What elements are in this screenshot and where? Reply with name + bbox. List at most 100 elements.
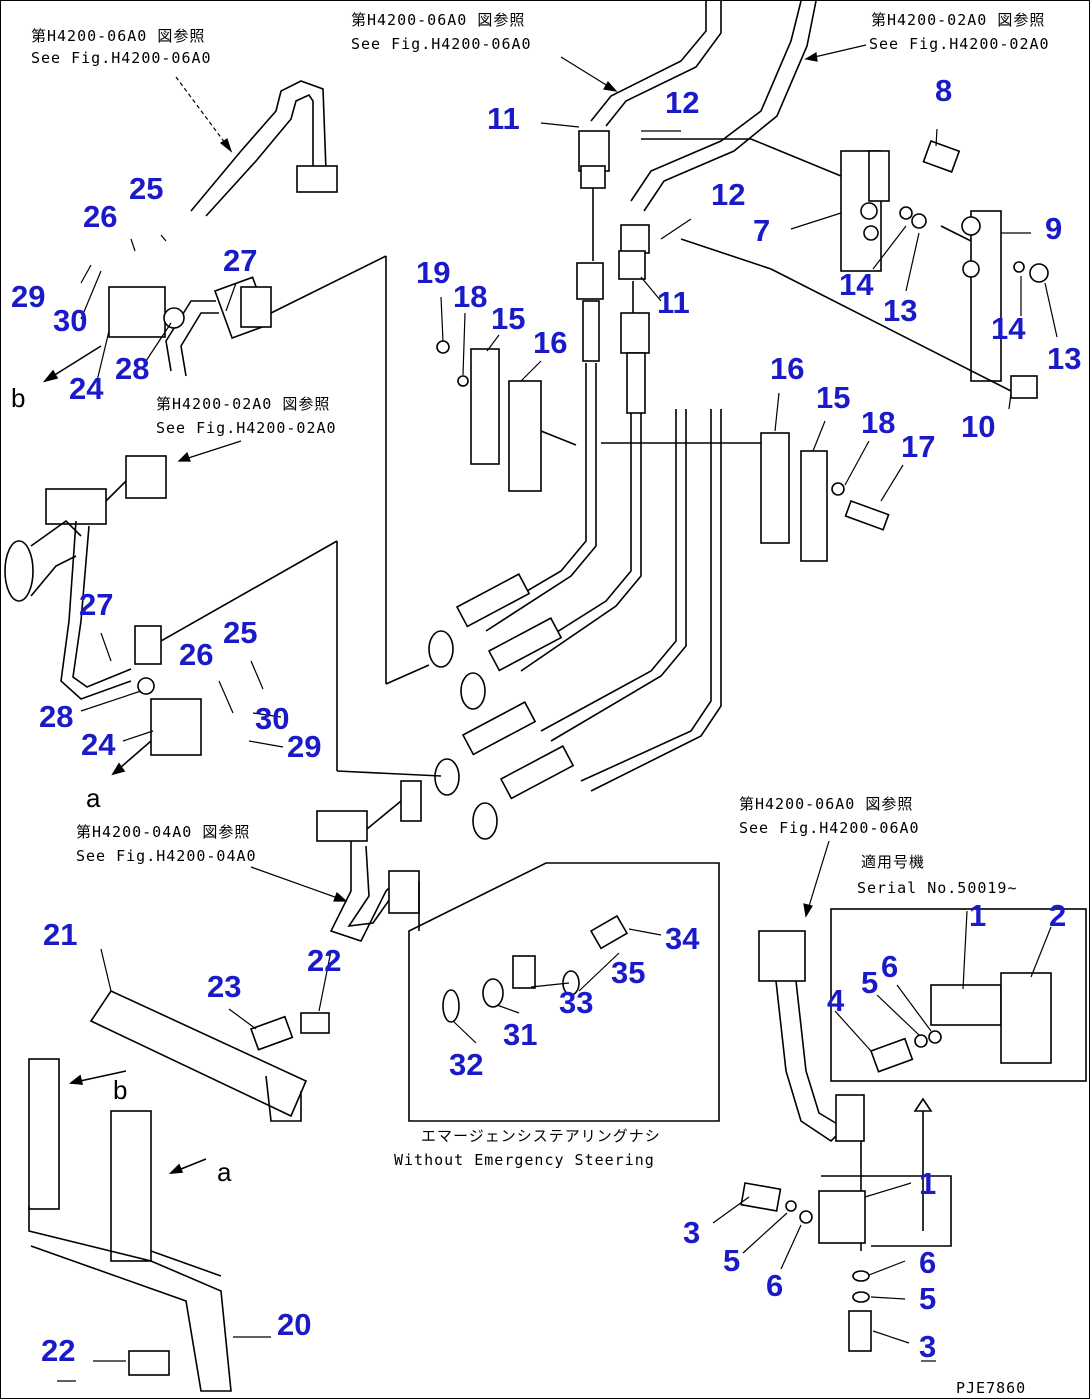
callout-11: 11 — [487, 101, 520, 136]
ref-en: See Fig.H4200-06A0 — [739, 819, 920, 837]
lower-mid-pipe — [316, 780, 422, 942]
ref-en: See Fig.H4200-02A0 — [156, 419, 337, 437]
top-left-pipe-assembly — [42, 80, 430, 685]
callout-6: 6 — [766, 1268, 783, 1303]
reference-label-top-right: 第H4200-02A0 図参照 See Fig.H4200-02A0 — [869, 11, 1050, 53]
serial-number-label: 適用号機 Serial No.50019~ — [857, 853, 1018, 897]
callout-6: 6 — [919, 1245, 936, 1280]
callout-35: 35 — [611, 955, 645, 990]
mid-left-pipe-assembly — [4, 455, 442, 777]
ref-jp: 第H4200-04A0 図参照 — [76, 823, 250, 841]
callout-26: 26 — [179, 637, 213, 672]
callout-1: 1 — [969, 898, 986, 933]
ref-en: See Fig.H4200-04A0 — [76, 847, 257, 865]
callout-14: 14 — [839, 267, 874, 302]
callout-24: 24 — [81, 727, 116, 762]
callout-25: 25 — [129, 171, 163, 206]
reference-label-mid-left: 第H4200-02A0 図参照 See Fig.H4200-02A0 — [156, 395, 337, 437]
callout-1: 1 — [919, 1166, 936, 1201]
callout-33: 33 — [559, 985, 593, 1020]
callout-13: 13 — [883, 293, 917, 328]
without-es-box — [408, 862, 720, 1122]
callout-15: 15 — [491, 301, 525, 336]
callout-32: 32 — [449, 1047, 483, 1082]
callout-19: 19 — [416, 255, 450, 290]
clamp-11-upper — [578, 130, 610, 261]
frame-assembly — [28, 989, 330, 1392]
clamp-11-lower — [618, 224, 650, 313]
callout-29: 29 — [11, 279, 45, 314]
callout-15: 15 — [816, 380, 850, 415]
ref-jp: 第H4200-06A0 図参照 — [739, 795, 913, 813]
hose-fittings — [428, 573, 575, 840]
callout-5: 5 — [723, 1243, 740, 1278]
callout-13: 13 — [1047, 341, 1081, 376]
callout-5: 5 — [861, 965, 878, 1000]
callout-16: 16 — [533, 325, 567, 360]
callout-27: 27 — [79, 587, 113, 622]
callout-18: 18 — [861, 405, 895, 440]
callout-leaders — [57, 122, 1058, 1382]
callout-28: 28 — [39, 699, 73, 734]
callout-12: 12 — [665, 85, 699, 120]
serial-en: Serial No.50019~ — [857, 879, 1018, 897]
steering-pipe-assembly — [740, 908, 1087, 1352]
reference-leaders — [175, 44, 867, 918]
without-es-jp: エマージェンシステアリングナシ — [421, 1127, 661, 1145]
vertical-hoses — [475, 262, 722, 792]
reference-label-top-left: 第H4200-06A0 図参照 See Fig.H4200-06A0 — [31, 27, 212, 67]
callout-29: 29 — [287, 729, 321, 764]
callout-31: 31 — [503, 1017, 537, 1052]
callout-17: 17 — [901, 429, 935, 464]
letter-b: b — [113, 1075, 127, 1105]
ref-jp: 第H4200-02A0 図参照 — [156, 395, 330, 413]
callout-26: 26 — [83, 199, 117, 234]
letter-a: a — [217, 1157, 232, 1187]
callout-24: 24 — [69, 371, 104, 406]
callout-3: 3 — [919, 1329, 936, 1364]
callout-11: 11 — [657, 285, 690, 320]
callout-4: 4 — [827, 983, 845, 1018]
callout-7: 7 — [753, 213, 770, 248]
callout-28: 28 — [115, 351, 149, 386]
ref-en: See Fig.H4200-06A0 — [31, 49, 212, 67]
callout-5: 5 — [919, 1281, 936, 1316]
bracket-15-16-left — [436, 340, 577, 492]
callout-2: 2 — [1049, 898, 1066, 933]
callout-25: 25 — [223, 615, 257, 650]
callout-30: 30 — [53, 303, 87, 338]
callout-10: 10 — [961, 409, 995, 444]
callout-6: 6 — [881, 949, 898, 984]
callout-22: 22 — [41, 1333, 75, 1368]
without-emergency-steering-label: エマージェンシステアリングナシ Without Emergency Steeri… — [394, 1127, 661, 1169]
letter-b: b — [11, 383, 25, 413]
callout-30: 30 — [255, 701, 289, 736]
ref-en: See Fig.H4200-06A0 — [351, 35, 532, 53]
callout-14: 14 — [991, 311, 1026, 346]
callout-27: 27 — [223, 243, 257, 278]
ref-jp: 第H4200-06A0 図参照 — [351, 11, 525, 29]
ref-jp: 第H4200-06A0 図参照 — [31, 27, 205, 45]
callout-16: 16 — [770, 351, 804, 386]
right-bracket-assembly — [641, 138, 1049, 399]
callout-9: 9 — [1045, 211, 1062, 246]
letter-a: a — [86, 783, 101, 813]
callout-21: 21 — [43, 917, 77, 952]
callout-numbers: 1 1 2 3 3 4 5 5 5 6 6 6 7 8 9 10 11 11 1… — [11, 73, 1081, 1368]
callout-8: 8 — [935, 73, 952, 108]
reference-label-top-center: 第H4200-06A0 図参照 See Fig.H4200-06A0 — [351, 11, 532, 53]
callout-20: 20 — [277, 1307, 311, 1342]
callout-18: 18 — [453, 279, 487, 314]
drawing-code: PJE7860 — [956, 1379, 1026, 1397]
upper-pipes — [590, 1, 817, 212]
reference-label-lower-left: 第H4200-04A0 図参照 See Fig.H4200-04A0 — [76, 823, 257, 865]
reference-label-lower-right: 第H4200-06A0 図参照 See Fig.H4200-06A0 — [739, 795, 920, 837]
callout-3: 3 — [683, 1215, 700, 1250]
without-es-en: Without Emergency Steering — [394, 1151, 655, 1169]
callout-22: 22 — [307, 943, 341, 978]
ref-jp: 第H4200-02A0 図参照 — [871, 11, 1045, 29]
callout-23: 23 — [207, 969, 241, 1004]
ref-en: See Fig.H4200-02A0 — [869, 35, 1050, 53]
